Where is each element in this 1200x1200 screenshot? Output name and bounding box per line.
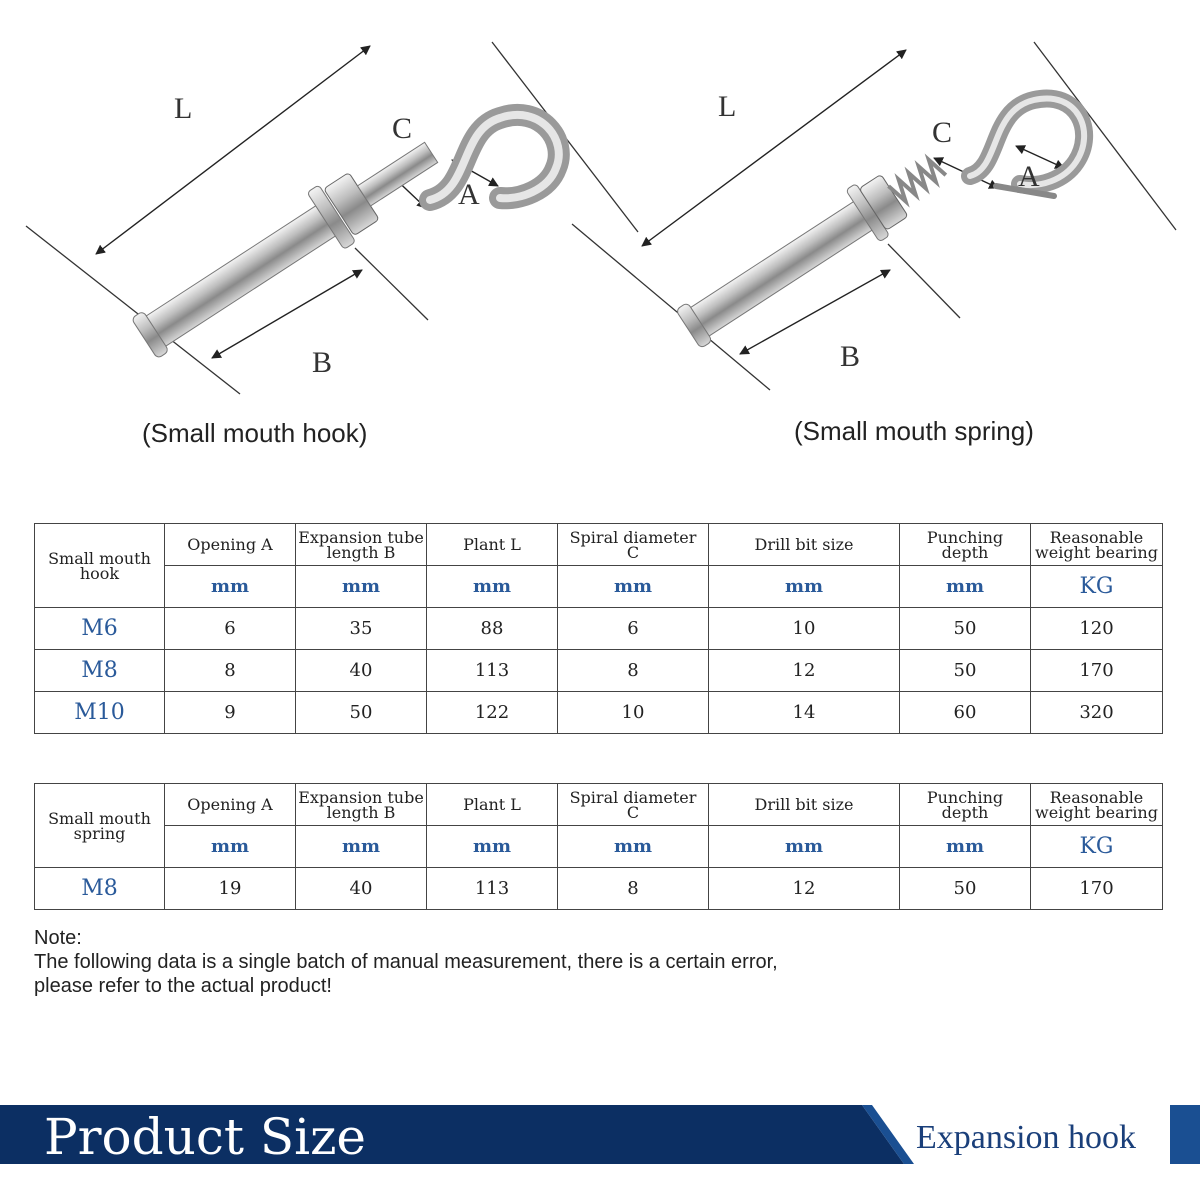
unit-cell: mm [899,825,1031,868]
note-title: Note: [34,927,82,949]
dimension-l-arrow [95,45,371,255]
value-cell: 113 [426,649,558,692]
size-cell: M8 [34,649,165,692]
dimension-b-arrow [211,269,363,359]
label-c: C [392,112,412,145]
header-drill-bit-size: Drill bit size [708,523,900,566]
note-line: The following data is a single batch of … [34,951,778,973]
spring-caption: (Small mouth spring) [794,416,1034,446]
value-cell: 40 [295,649,427,692]
size-cell: M6 [34,607,165,650]
value-cell: 8 [557,649,709,692]
hook-diagram: L C A B [25,41,639,395]
banner-dark-band [0,1105,904,1164]
unit-cell: mm [899,565,1031,608]
unit-cell: mm [557,565,709,608]
note-line: please refer to the actual product! [34,975,332,997]
unit-cell: mm [164,825,296,868]
product-diagrams: L C A B L C A B [25,41,1177,395]
hook-caption: (Small mouth hook) [142,418,368,448]
measurement-note: Note: The following data is a single bat… [34,926,778,998]
value-cell: 50 [899,867,1031,910]
value-cell: 35 [295,607,427,650]
product-size-banner [0,1105,1200,1164]
value-cell: 19 [164,867,296,910]
value-cell: 40 [295,867,427,910]
label-a: A [458,178,480,211]
size-cell: M8 [34,867,165,910]
value-cell: 8 [164,649,296,692]
value-cell: 60 [899,691,1031,734]
dimension-b-arrow [739,269,891,355]
value-cell: 320 [1030,691,1163,734]
spring-diagram: L C A B [571,41,1177,391]
value-cell: 6 [164,607,296,650]
label-l: L [174,92,192,125]
banner-stripe [862,1105,914,1164]
unit-cell: KG [1030,825,1163,868]
value-cell: 88 [426,607,558,650]
value-cell: 9 [164,691,296,734]
table-row: M8 19 40 113 8 12 50 170 [34,867,1163,910]
value-cell: 113 [426,867,558,910]
unit-cell: KG [1030,565,1163,608]
dimension-a-arrow [1015,145,1065,169]
unit-cell: mm [426,565,558,608]
value-cell: 170 [1030,649,1163,692]
unit-cell: mm [708,825,900,868]
dimension-l-arrow [641,49,907,247]
value-cell: 122 [426,691,558,734]
banner-accent-block [1170,1105,1200,1164]
value-cell: 10 [557,691,709,734]
unit-cell: mm [295,565,427,608]
unit-cell: mm [295,825,427,868]
table-row: M6 6 35 88 6 10 50 120 [34,607,1163,650]
value-cell: 6 [557,607,709,650]
value-cell: 170 [1030,867,1163,910]
banner-title: Product Size [44,1108,367,1166]
value-cell: 8 [557,867,709,910]
label-l: L [718,90,736,123]
header-drill-bit-size: Drill bit size [708,783,900,826]
unit-cell: mm [164,565,296,608]
label-b: B [312,346,332,379]
unit-cell: mm [557,825,709,868]
banner-subtitle: Expansion hook [916,1119,1137,1156]
value-cell: 50 [295,691,427,734]
header-opening-a: Opening A [164,783,296,826]
label-c: C [932,116,952,149]
value-cell: 14 [708,691,900,734]
label-a: A [1018,160,1040,193]
size-cell: M10 [34,691,165,734]
unit-cell: mm [426,825,558,868]
header-plant-l: Plant L [426,783,558,826]
unit-cell: mm [708,565,900,608]
value-cell: 12 [708,649,900,692]
value-cell: 10 [708,607,900,650]
header-plant-l: Plant L [426,523,558,566]
table-row: M8 8 40 113 8 12 50 170 [34,649,1163,692]
table-row: M10 9 50 122 10 14 60 320 [34,691,1163,734]
label-b: B [840,340,860,373]
value-cell: 50 [899,649,1031,692]
value-cell: 12 [708,867,900,910]
header-opening-a: Opening A [164,523,296,566]
value-cell: 120 [1030,607,1163,650]
value-cell: 50 [899,607,1031,650]
